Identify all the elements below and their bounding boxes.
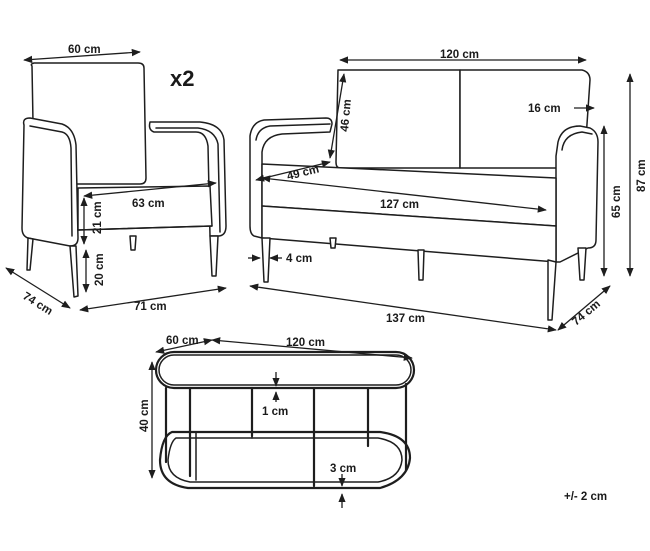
armchair-dim-width-line [79, 285, 227, 313]
armchair-dim-width: 71 cm [134, 301, 167, 313]
sofa-dim-back-cushion-height: 46 cm [339, 99, 354, 133]
armchair-quantity: x2 [170, 66, 194, 91]
sofa-dim-depth-line [557, 285, 611, 331]
armchair-leg-back-mid [129, 235, 137, 251]
table-dim-top-thickness: 1 cm [262, 406, 288, 418]
sofa-dim-seat-width: 127 cm [380, 199, 419, 211]
sofa-drawing: 120 cm 46 cm 16 cm 49 cm 127 cm 87 cm 65… [248, 49, 648, 333]
sofa-dim-back-cushion-height-line [327, 73, 347, 159]
sofa-dim-cushion-width: 120 cm [440, 49, 479, 61]
sofa-leg-front-left [261, 237, 271, 283]
sofa-leg-back-mid [329, 237, 337, 249]
sofa-dim-total-height: 87 cm [636, 159, 648, 192]
sofa-right-arm [555, 125, 599, 263]
sofa-dim-total-width: 137 cm [386, 313, 425, 325]
table-drawing: 60 cm 120 cm 40 cm 1 cm 3 cm [139, 335, 416, 508]
sofa-leg-mid [417, 249, 425, 281]
table-dim-width: 120 cm [286, 337, 325, 349]
sofa-left-arm [249, 117, 333, 239]
sofa-dim-leg-inset: 4 cm [286, 253, 312, 265]
tolerance-note: +/- 2 cm [564, 491, 607, 503]
armchair-dim-seat-width-line [83, 180, 217, 199]
sofa-dim-depth: 74 cm [570, 298, 603, 328]
armchair-drawing: 60 cm x2 63 cm 21 cm 20 cm 74 cm 71 cm [5, 44, 227, 318]
armchair-leg-front-left [69, 245, 79, 298]
table-dim-depth-line [155, 338, 213, 354]
sofa-dim-seat-width-line [261, 175, 547, 213]
armchair-dim-seat-height: 21 cm [92, 201, 104, 234]
armchair-leg-front-right [209, 235, 219, 277]
sofa-dim-arm-height: 65 cm [611, 185, 623, 218]
table-dim-depth: 60 cm [166, 335, 199, 347]
armchair-dim-cushion-width: 60 cm [68, 44, 101, 56]
table-dim-height: 40 cm [139, 399, 151, 432]
table-dim-base-thickness: 3 cm [330, 463, 356, 475]
armchair-dim-seat-width: 63 cm [132, 198, 165, 210]
armchair-left-arm [21, 117, 79, 247]
sofa-dim-cushion-depth: 16 cm [528, 103, 561, 115]
armchair-dim-depth-line [5, 267, 71, 309]
sofa-back-cushion-left [335, 69, 461, 169]
armchair-dim-leg-height: 20 cm [94, 253, 106, 286]
armchair-leg-back-left [26, 237, 34, 271]
sofa-leg-front-right [547, 259, 557, 321]
table-top [154, 350, 416, 390]
sofa-dim-total-width-line [249, 283, 557, 333]
armchair-dim-cushion-width-line [23, 48, 141, 64]
sofa-leg-back-right [577, 247, 587, 281]
table-dim-width-line [211, 337, 413, 361]
table-base-ring [158, 430, 412, 490]
